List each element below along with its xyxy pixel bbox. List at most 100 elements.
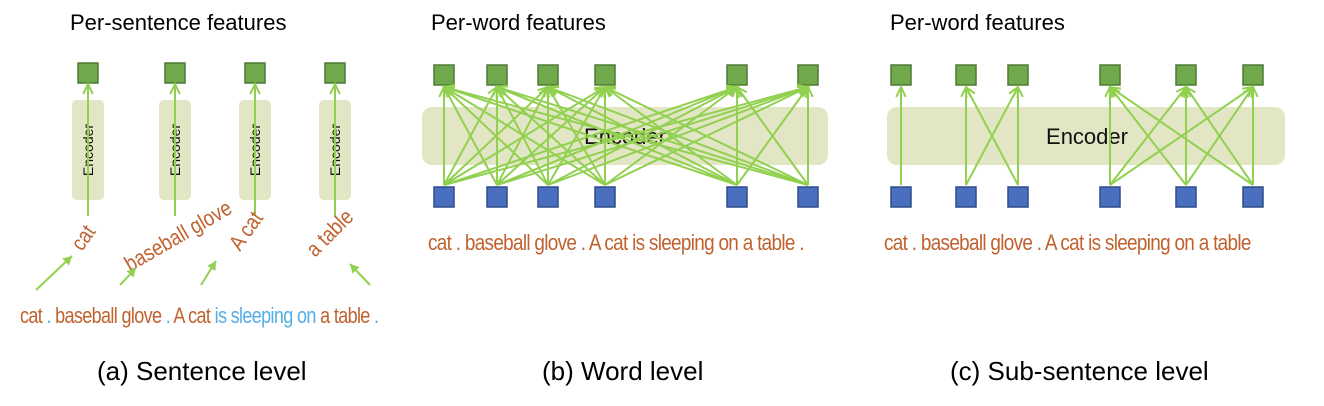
sentence-feature-square (164, 62, 186, 84)
sentence-segment: . (46, 303, 56, 328)
attention-arrow-head (725, 85, 740, 97)
word-feature-square (486, 64, 508, 86)
word-feature-square (537, 64, 559, 86)
attention-arrow-head (726, 85, 739, 98)
attention-arrow (547, 86, 606, 186)
attention-arrow (736, 86, 809, 186)
attention-arrow (965, 86, 1019, 186)
attention-arrow (547, 86, 809, 186)
attention-arrow-head (594, 85, 607, 98)
attention-arrow (443, 86, 549, 186)
panel-a-title: Per-sentence features (70, 10, 287, 35)
attention-arrow-head (593, 85, 607, 97)
attention-arrow-head (796, 85, 811, 96)
attention-arrow-head (602, 85, 617, 97)
attention-arrow (547, 86, 738, 186)
attention-arrow-head (1242, 85, 1255, 99)
attention-arrow-head (442, 85, 455, 98)
attention-arrow-head (960, 84, 972, 98)
phrase-label: baseball glove (121, 196, 236, 276)
sentence-segment: is sleeping on (214, 303, 321, 328)
attention-arrow-head (1108, 85, 1122, 98)
panel-c-caption: (c) Sub-sentence level (950, 356, 1209, 386)
encoder-arrow-head (169, 81, 181, 95)
word-feature-square (594, 64, 616, 86)
sentence-segment: . (374, 303, 379, 328)
panel-b-title: Per-word features (431, 10, 606, 35)
word-token-square (1242, 186, 1264, 208)
sentence-segment: . (165, 303, 174, 328)
attention-arrow (1185, 86, 1254, 186)
sentence-segment: cat (20, 303, 47, 328)
phrase-label: a table (302, 205, 358, 261)
attention-arrow-head (442, 84, 454, 99)
attention-arrow-head (1247, 84, 1259, 98)
attention-arrow (496, 86, 809, 186)
attention-arrow-head (537, 85, 550, 98)
attention-arrow (443, 86, 498, 186)
attention-arrow-head (542, 84, 554, 98)
attention-arrow-head (1175, 85, 1188, 98)
panel-a-diagram: EncoderEncoderEncoderEncodercatbaseball … (35, 62, 371, 291)
encoder-arrow-head (329, 81, 341, 95)
phrase-arrow-head (350, 264, 360, 274)
attention-arrow (443, 86, 549, 186)
attention-arrow-head (725, 84, 740, 96)
attention-arrow-head (595, 85, 607, 99)
sentence-feature-square (77, 62, 99, 84)
attention-arrow-head (545, 85, 560, 96)
word-feature-square (890, 64, 912, 86)
attention-arrow (496, 86, 738, 186)
attention-arrow-head (1108, 85, 1121, 98)
word-feature-square (1007, 64, 1029, 86)
attention-arrow (736, 86, 809, 186)
panel-c-sentence: cat . baseball glove . A cat is sleeping… (884, 230, 1251, 255)
word-token-square (797, 186, 819, 208)
attention-arrow-head (599, 84, 611, 98)
sentence-segment: a table (320, 303, 375, 328)
encoder-box (887, 107, 1285, 165)
word-token-square (537, 186, 559, 208)
encoder-arrow-head (82, 81, 94, 95)
attention-arrow-head (438, 84, 450, 98)
word-token-square (955, 186, 977, 208)
attention-arrow-head (442, 85, 456, 97)
attention-arrow (496, 86, 549, 186)
word-token-square (594, 186, 616, 208)
word-token-square (486, 186, 508, 208)
encoder-box (422, 107, 828, 165)
attention-arrow (547, 86, 606, 186)
attention-arrow (604, 86, 809, 186)
word-token-square (1007, 186, 1029, 208)
attention-arrow (496, 86, 606, 186)
sentence-segment: baseball glove (55, 303, 166, 328)
attention-arrow (496, 86, 809, 186)
attention-arrow-head (731, 84, 743, 98)
attention-arrow-head (895, 84, 907, 98)
attention-arrow (604, 86, 809, 186)
word-feature-square (1099, 64, 1121, 86)
attention-arrow (1109, 86, 1254, 186)
attention-arrow-head (603, 85, 616, 98)
word-feature-square (797, 64, 819, 86)
attention-arrow (443, 86, 606, 186)
panel-c-title: Per-word features (890, 10, 1065, 35)
attention-arrow (443, 86, 498, 186)
attention-arrow-head (802, 84, 814, 98)
attention-arrow-head (546, 85, 558, 99)
panel-b-caption: (b) Word level (542, 356, 704, 386)
attention-arrow-head (1104, 84, 1116, 98)
attention-arrow-head (495, 85, 508, 98)
attention-arrow (547, 86, 809, 186)
attention-arrow-head (797, 83, 811, 95)
word-feature-square (1175, 64, 1197, 86)
panel-a-caption: (a) Sentence level (97, 356, 307, 386)
attention-arrow (1109, 86, 1187, 186)
panel-sentence-level: Per-sentence features EncoderEncoderEnco… (0, 0, 420, 406)
attention-arrow-head (1008, 84, 1020, 99)
attention-arrow-head (796, 85, 811, 97)
attention-arrow-head (735, 85, 748, 99)
word-feature-square (1242, 64, 1264, 86)
attention-arrow (443, 86, 809, 186)
attention-arrow-head (538, 84, 550, 99)
